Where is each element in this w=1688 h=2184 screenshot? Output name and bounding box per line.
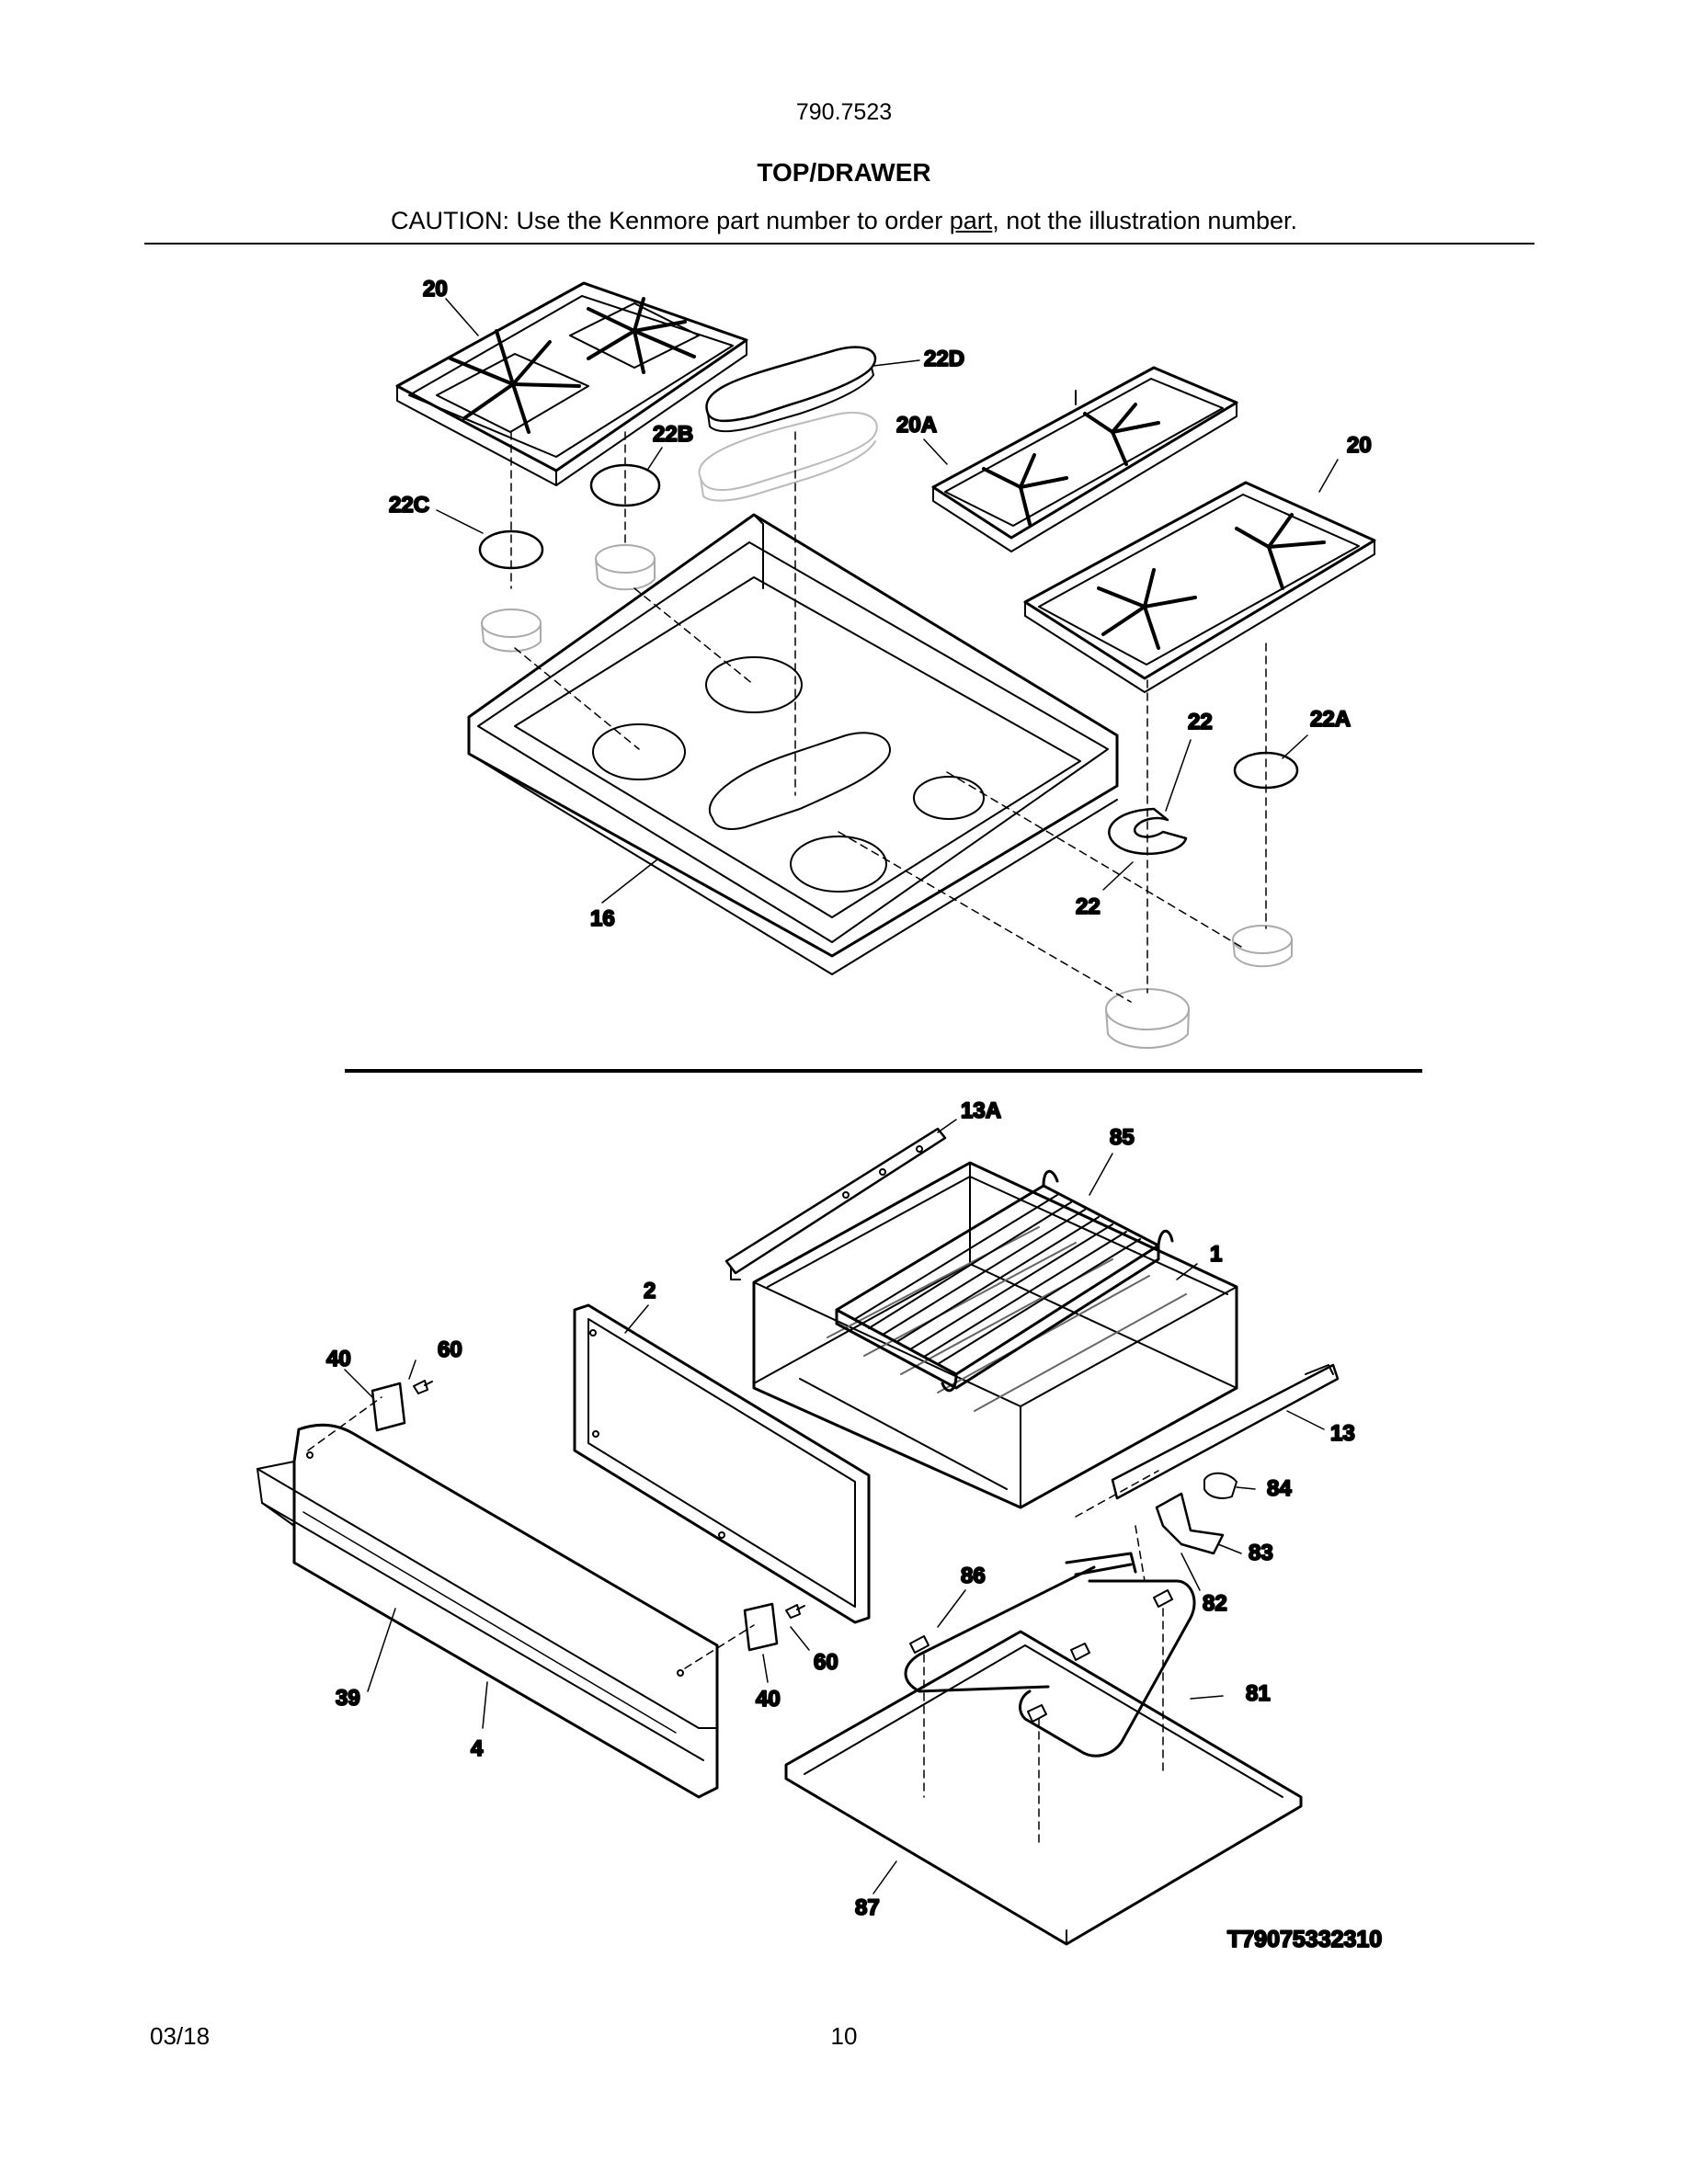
grate-left	[395, 281, 748, 486]
bake-element	[904, 1552, 1196, 1757]
callout-81: 81	[1246, 1681, 1271, 1706]
page-title: TOP/DRAWER	[757, 158, 931, 187]
callout-82: 82	[1203, 1591, 1227, 1616]
drawer-bottom-panel	[784, 1630, 1303, 1946]
callout-22d: 22D	[924, 347, 964, 371]
callout-40-bottom: 40	[756, 1687, 781, 1712]
drawer-back-panel	[573, 1303, 871, 1624]
header-divider	[144, 243, 1534, 245]
callout-1: 1	[1210, 1242, 1222, 1267]
callout-2: 2	[644, 1279, 656, 1303]
callout-13a: 13A	[961, 1098, 1001, 1123]
callout-22c: 22C	[389, 493, 429, 518]
callout-85: 85	[1110, 1125, 1135, 1150]
callout-86: 86	[961, 1564, 986, 1588]
element-bracket	[1155, 1472, 1237, 1555]
callout-40-top: 40	[326, 1347, 351, 1371]
callout-87: 87	[855, 1895, 880, 1920]
element-clips	[909, 1589, 1173, 1723]
callout-13: 13	[1330, 1421, 1355, 1446]
caution-text-start: CAUTION: Use the Kenmore part number to …	[391, 207, 950, 234]
ring-22	[1108, 807, 1188, 856]
grate-right-upper	[931, 366, 1238, 552]
drawer-rail-13a	[724, 1127, 947, 1280]
callout-60-bottom: 60	[814, 1650, 838, 1675]
brackets-and-screws	[371, 1380, 805, 1652]
drawer-rack	[835, 1169, 1174, 1393]
section-divider	[345, 1069, 1422, 1073]
callout-4: 4	[471, 1736, 484, 1761]
callout-84: 84	[1267, 1476, 1292, 1501]
leaders-top	[436, 298, 1339, 904]
callout-16: 16	[590, 906, 615, 931]
burner-cap-22a	[1233, 751, 1299, 790]
cooktop	[467, 513, 1119, 975]
footer-page-number: 10	[830, 2022, 858, 2050]
callout-39: 39	[336, 1686, 360, 1711]
leaders-bottom	[344, 1119, 1325, 1894]
caution-note: CAUTION: Use the Kenmore part number to …	[0, 207, 1688, 235]
caution-part-link[interactable]: part	[949, 207, 993, 234]
grate-right-lower	[1023, 481, 1376, 693]
callout-20-left: 20	[423, 277, 448, 301]
footer-date: 03/18	[150, 2022, 211, 2050]
callout-22b: 22B	[653, 422, 693, 447]
callout-22-top: 22	[1188, 710, 1213, 734]
callout-20a: 20A	[896, 413, 937, 438]
drawing-number: T79075332310	[1227, 1927, 1382, 1952]
callout-60-top: 60	[438, 1337, 462, 1362]
callout-83: 83	[1249, 1541, 1273, 1565]
caution-text-end: , not the illustration number.	[992, 207, 1297, 234]
callout-20-right: 20	[1347, 433, 1372, 458]
drawer-slide-13	[1111, 1363, 1340, 1500]
callout-22-bottom: 22	[1076, 894, 1101, 919]
griddle-cover	[698, 346, 878, 502]
drawer-front	[257, 1423, 719, 1799]
model-number: 790.7523	[795, 99, 893, 125]
callout-22a: 22A	[1310, 707, 1351, 732]
alignment-lines-top	[510, 431, 1267, 1003]
alignment-lines-bottom	[307, 1396, 1164, 1848]
